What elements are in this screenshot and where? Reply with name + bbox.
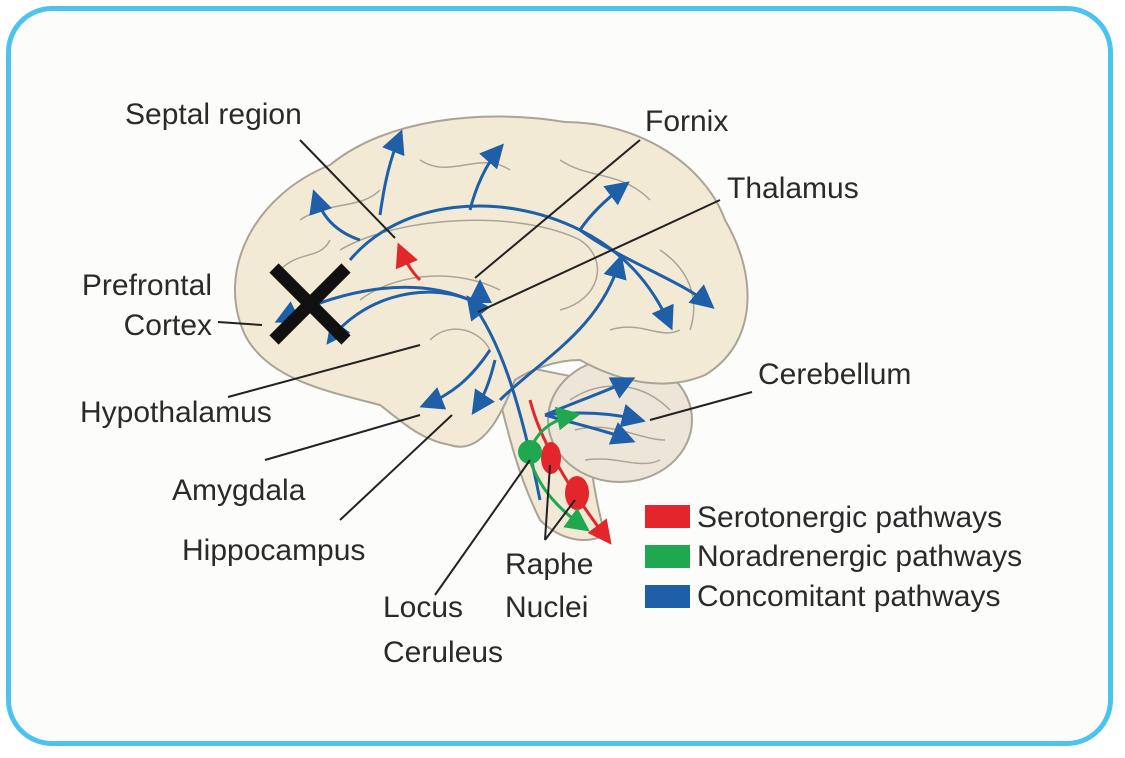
- legend-swatch-noradrenergic: [645, 545, 690, 568]
- label-septal-region: Septal region: [125, 98, 302, 131]
- noradrenergic-pathways: [518, 406, 590, 532]
- label-hippocampus: Hippocampus: [182, 534, 365, 567]
- legend-swatch-serotonergic: [645, 505, 690, 528]
- x-mark-icon: [269, 263, 351, 345]
- label-ceruleus: Ceruleus: [383, 636, 503, 669]
- legend-label-concomitant: Concomitant pathways: [697, 580, 1001, 613]
- raphe-nucleus-upper: [541, 442, 561, 474]
- label-amygdala: Amygdala: [172, 474, 306, 507]
- locus-ceruleus-nucleus: [518, 440, 542, 464]
- legend-swatch-concomitant: [645, 585, 690, 608]
- legend-label-noradrenergic: Noradrenergic pathways: [697, 540, 1022, 573]
- leader-lines: [217, 139, 753, 596]
- label-cerebellum: Cerebellum: [758, 358, 911, 391]
- brain-illustration: [234, 115, 749, 541]
- legend: Serotonergic pathways Noradrenergic path…: [645, 501, 1022, 613]
- label-fornix: Fornix: [645, 105, 728, 138]
- label-hypothalamus: Hypothalamus: [80, 396, 272, 429]
- label-raphe: Raphe: [505, 548, 593, 581]
- label-nuclei: Nuclei: [505, 591, 588, 624]
- raphe-nucleus-lower: [565, 476, 589, 510]
- label-thalamus: Thalamus: [727, 172, 859, 205]
- label-cortex: Cortex: [124, 309, 212, 342]
- serotonergic-pathways: [395, 242, 612, 545]
- label-locus: Locus: [383, 591, 463, 624]
- label-prefrontal: Prefrontal: [82, 269, 212, 302]
- legend-label-serotonergic: Serotonergic pathways: [697, 501, 1002, 534]
